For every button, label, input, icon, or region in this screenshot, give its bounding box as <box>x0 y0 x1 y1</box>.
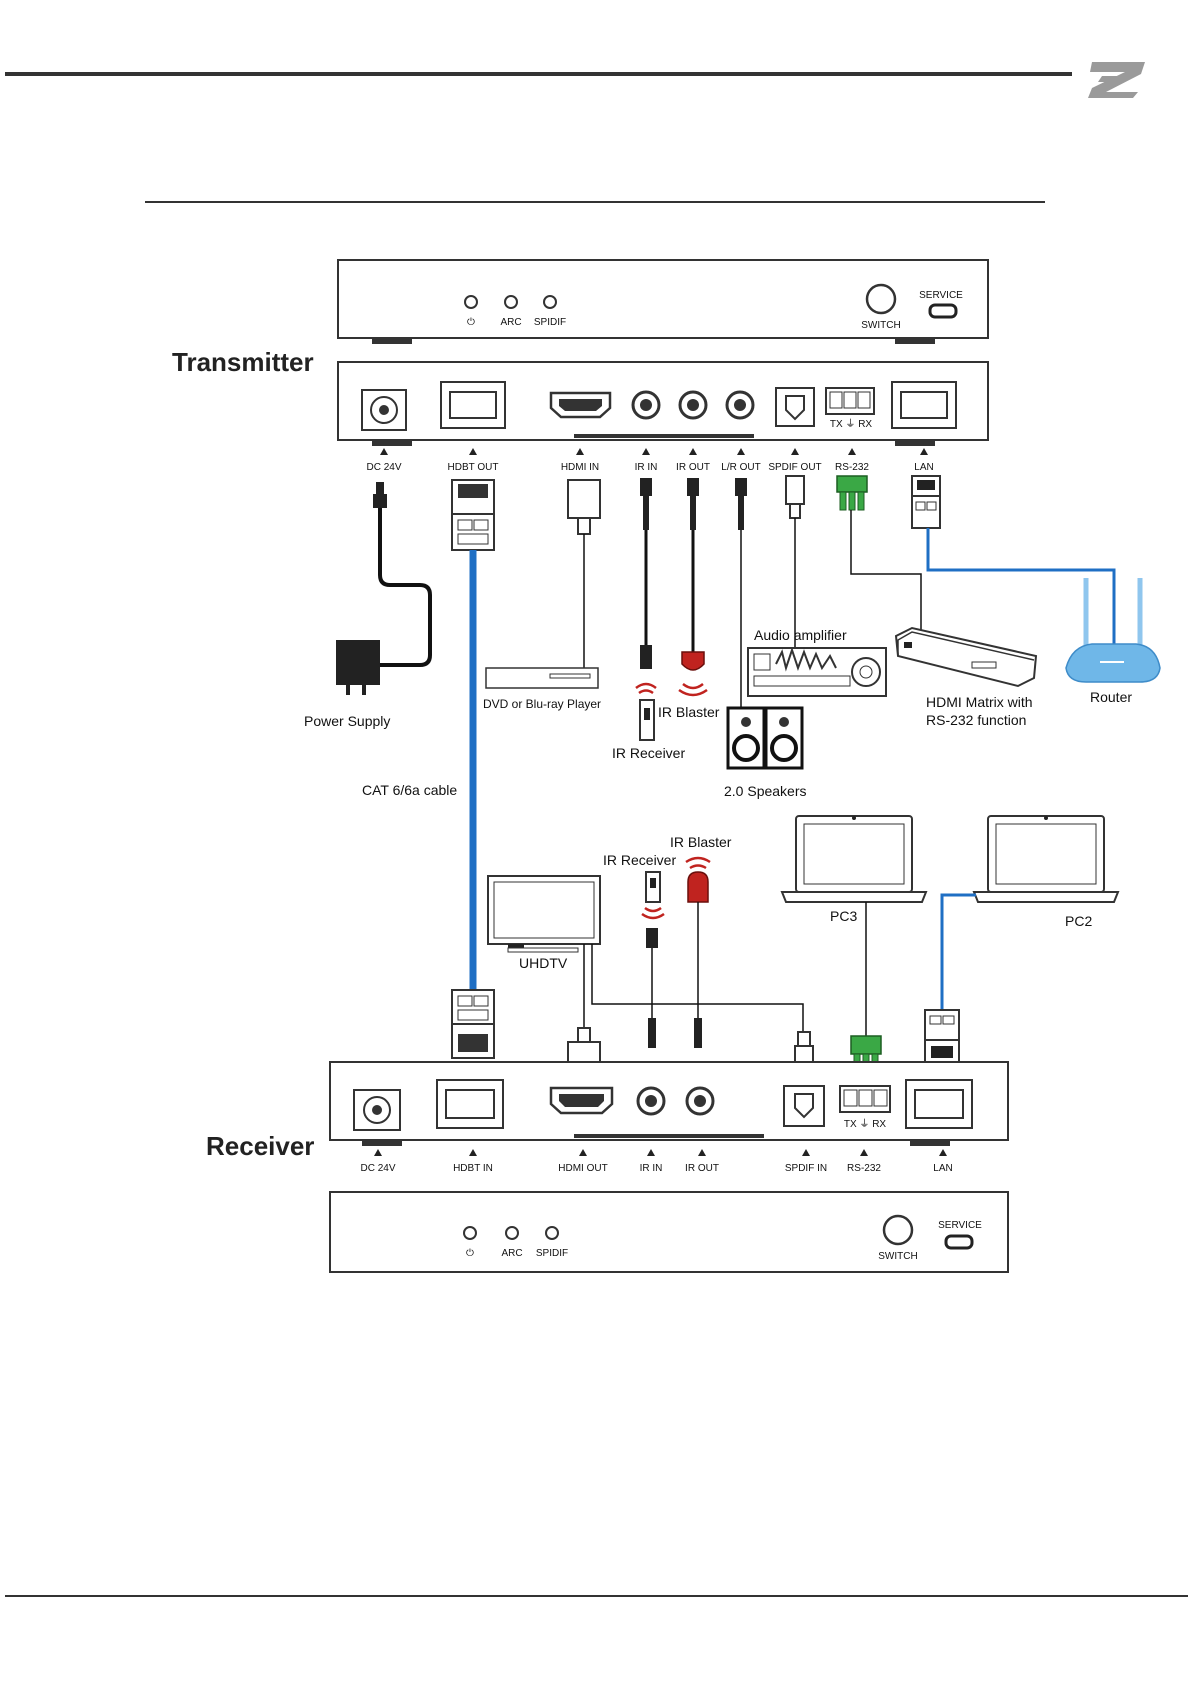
arc-led-icon <box>505 1226 519 1240</box>
uhdtv-label: UHDTV <box>519 955 568 971</box>
service-label: SERVICE <box>938 1220 982 1231</box>
port-label: RS-232 <box>847 1163 881 1174</box>
bzbgear-logo-icon <box>1088 62 1145 98</box>
port-label: HDMI IN <box>561 462 599 473</box>
receiver-front-panel: ⏻ ARC SPIDIF SWITCH SERVICE <box>329 1191 1009 1273</box>
port-label: IR IN <box>640 1163 663 1174</box>
ir-out-cable <box>681 478 705 671</box>
dvd-label: DVD or Blu-ray Player <box>483 697 601 711</box>
lr-out-cable <box>735 478 747 708</box>
ir-receiver-tx-label: IR Receiver <box>612 745 685 761</box>
ir-receiver-rx-label: IR Receiver <box>603 852 676 868</box>
port-label: IR OUT <box>676 462 710 473</box>
router-label: Router <box>1090 689 1132 705</box>
speakers-label: 2.0 Speakers <box>724 783 807 799</box>
switch-button-icon <box>865 283 897 315</box>
port-label: LAN <box>933 1163 952 1174</box>
dvd-player: DVD or Blu-ray Player <box>483 667 601 711</box>
switch-button-icon <box>882 1214 914 1246</box>
power-supply-label: Power Supply <box>304 713 390 729</box>
port-label: HDBT OUT <box>448 462 499 473</box>
audio-amplifier-label: Audio amplifier <box>754 627 847 643</box>
port-label: SPDIF IN <box>785 1163 827 1174</box>
transmitter-title: Transmitter <box>172 347 314 377</box>
power-led-icon <box>463 1226 477 1240</box>
port-label: IR OUT <box>685 1163 719 1174</box>
spdif-led-icon <box>543 295 557 309</box>
service-port-icon <box>928 303 958 319</box>
ir-blaster-rx-label: IR Blaster <box>670 834 732 850</box>
power-led-icon <box>464 295 478 309</box>
hdmi-matrix-label-1: HDMI Matrix with <box>926 694 1033 710</box>
hdmi-matrix-label-2: RS-232 function <box>926 712 1026 728</box>
port-label: SPDIF OUT <box>768 462 821 473</box>
receiver-rear-panel: TX ⏚ RX <box>329 1061 1009 1146</box>
service-label: SERVICE <box>919 290 963 301</box>
transmitter-rear-panel: TX ⏚ RX <box>337 361 989 446</box>
ir-in-cable <box>640 478 652 669</box>
ir-blaster-tx-label: IR Blaster <box>658 704 720 720</box>
port-label: IR IN <box>635 462 658 473</box>
speakers: 2.0 Speakers <box>724 706 807 799</box>
hdbt-rx-connector <box>451 989 495 1059</box>
uhdtv: UHDTV <box>487 875 804 1032</box>
port-label: L/R OUT <box>721 462 760 473</box>
arc-led-label: ARC <box>500 317 521 328</box>
switch-label: SWITCH <box>861 320 900 331</box>
rx-port-labels: DC 24V HDBT IN HDMI OUT IR IN IR OUT SPD… <box>360 1149 953 1174</box>
hdbt-tx-connector <box>451 479 495 551</box>
arc-led-icon <box>504 295 518 309</box>
receiver-title: Receiver <box>206 1131 314 1161</box>
tx-terminal-label: TX ⏚ RX <box>830 418 873 430</box>
pc2-label: PC2 <box>1065 913 1092 929</box>
switch-label: SWITCH <box>878 1251 917 1262</box>
port-label: HDMI OUT <box>558 1163 607 1174</box>
spdif-led-label: SPIDIF <box>536 1248 568 1259</box>
rx-terminal-label: TX ⏚ RX <box>844 1118 887 1130</box>
pc2: PC2 <box>940 815 1120 1012</box>
service-port-icon <box>944 1234 974 1250</box>
power-led-label: ⏻ <box>466 1248 474 1259</box>
audio-amplifier: Audio amplifier <box>747 627 887 697</box>
spdif-out-cable <box>785 475 805 650</box>
port-label: DC 24V <box>366 462 401 473</box>
ir-receiver-tx: IR Receiver <box>612 682 685 761</box>
spdif-led-label: SPIDIF <box>534 317 566 328</box>
arc-led-label: ARC <box>501 1248 522 1259</box>
spdif-led-icon <box>545 1226 559 1240</box>
lan-rx-connector <box>924 1009 960 1063</box>
cat-cable-label: CAT 6/6a cable <box>362 782 457 798</box>
pc3-label: PC3 <box>830 908 857 924</box>
ir-blaster-tx: IR Blaster <box>658 682 720 720</box>
power-supply: Power Supply <box>304 482 432 729</box>
rs232-tx-cable <box>836 475 922 632</box>
router: Router <box>1065 578 1161 705</box>
lan-tx-cable <box>911 475 1116 648</box>
port-label: LAN <box>914 462 933 473</box>
pc3: PC3 <box>780 815 928 1036</box>
port-label: RS-232 <box>835 462 869 473</box>
power-led-label: ⏻ <box>467 317 475 328</box>
port-label: HDBT IN <box>453 1163 493 1174</box>
hdmi-in-cable <box>567 479 601 668</box>
port-label: DC 24V <box>360 1163 395 1174</box>
ir-receiver-rx: IR Receiver <box>603 852 676 1048</box>
transmitter-front-panel: ⏻ ARC SPIDIF SWITCH SERVICE <box>337 259 989 344</box>
tx-port-labels: DC 24V HDBT OUT HDMI IN IR IN IR OUT L/R… <box>366 448 934 473</box>
ir-blaster-rx: IR Blaster <box>670 834 732 1048</box>
hdmi-matrix: HDMI Matrix with RS-232 function <box>894 626 1038 728</box>
